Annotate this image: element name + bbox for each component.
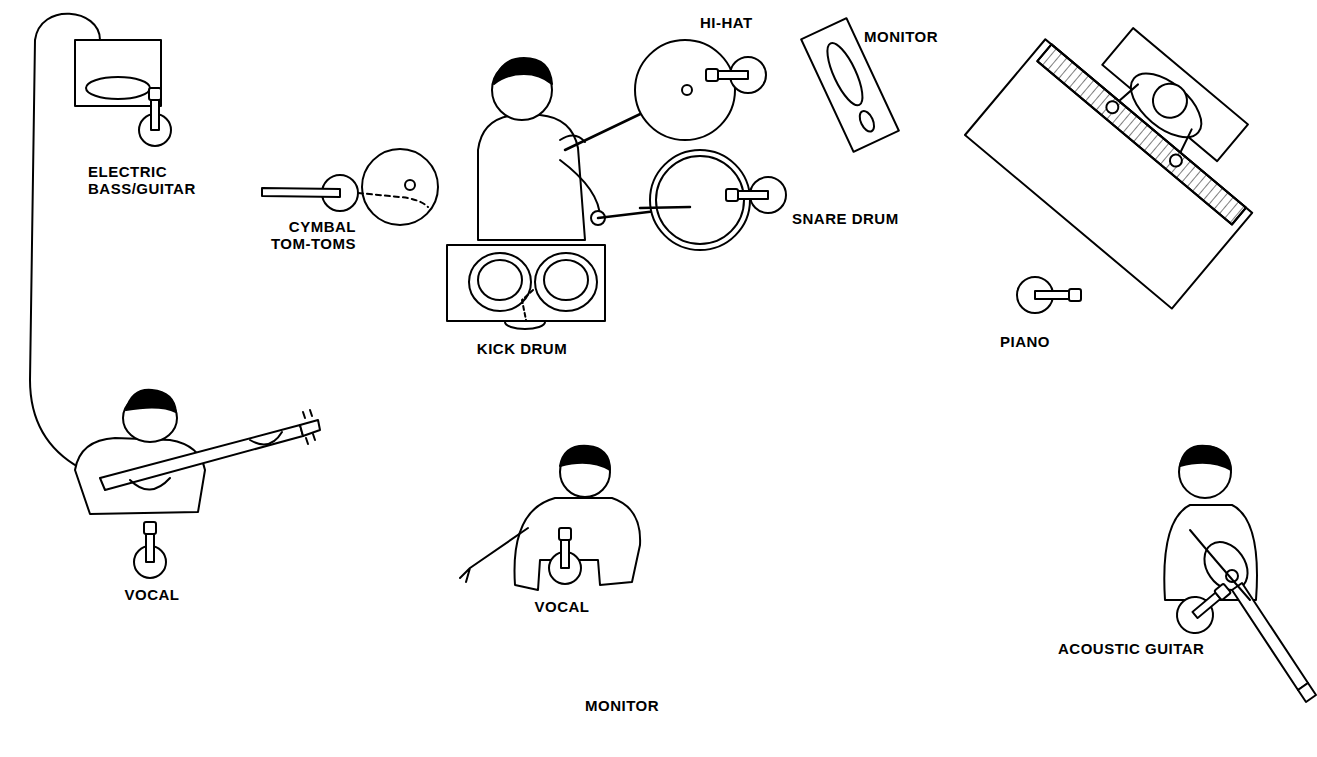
- vocalist-figure-part: [460, 528, 528, 582]
- vocal-microphone: [134, 522, 166, 578]
- drummer-figure-part: [478, 115, 585, 240]
- vocalist-figure-part: [515, 498, 641, 590]
- cymbal-microphone-part: [358, 193, 428, 207]
- part-label: SNARE DRUM: [792, 210, 899, 227]
- kick-drum-part: [522, 290, 533, 320]
- piano-part: [1146, 77, 1194, 125]
- stage-illustration-part: [30, 0, 1316, 702]
- kick-drum: [447, 245, 605, 329]
- vocal-microphone-part: [559, 528, 571, 540]
- acoustic-microphone: [1170, 574, 1239, 640]
- piano-part: [1037, 44, 1246, 224]
- drummer-figure-part: [494, 58, 552, 84]
- vocalist-figure: [460, 446, 640, 590]
- guitar-amp-part: [86, 77, 150, 99]
- acoustic-guitarist-figure: [1164, 446, 1316, 702]
- bass-player-figure-part: [300, 420, 320, 436]
- vocalist-figure-part: [560, 446, 610, 470]
- bass-player-figure: [75, 390, 320, 514]
- stage-monitor-part: [821, 39, 870, 110]
- part-label: VOCAL: [535, 598, 590, 615]
- amp-microphone-part: [151, 100, 159, 130]
- piano-microphone-part: [1069, 289, 1081, 301]
- part-label: KICK DRUM: [477, 340, 567, 357]
- hi-hat-part: [635, 40, 735, 140]
- part-label: CYMBAL TOM-TOMS: [260, 218, 356, 253]
- bass-player-figure-part: [100, 425, 303, 490]
- vocal-microphone-part: [561, 540, 569, 568]
- acoustic-microphone-part: [1170, 590, 1221, 641]
- piano-microphone-part: [1035, 291, 1069, 299]
- bass-player-figure-part: [130, 432, 282, 490]
- snare-microphone: [726, 177, 786, 213]
- piano-part: [1104, 99, 1121, 116]
- kick-drum-part: [478, 260, 522, 300]
- drum-stick: [640, 207, 690, 208]
- kick-drum-part: [447, 245, 605, 321]
- cymbal-microphone: [262, 175, 428, 211]
- vocal-microphone-part: [144, 522, 156, 534]
- bass-player-figure-part: [303, 410, 315, 444]
- guitar-amp-part: [75, 40, 161, 106]
- acoustic-guitarist-figure-part: [1298, 683, 1316, 702]
- kick-drum-part: [535, 253, 597, 311]
- kick-drum-part: [544, 260, 588, 300]
- hi-hat-part: [682, 85, 692, 95]
- cymbal-part: [405, 180, 415, 190]
- cymbal-microphone-part: [262, 188, 340, 197]
- vocal-microphone: [549, 528, 581, 584]
- acoustic-guitarist-figure-part: [1179, 446, 1231, 498]
- snare-drum-part: [650, 150, 750, 250]
- cymbal-part: [362, 149, 438, 225]
- hi-hat-microphone-part: [718, 71, 748, 79]
- piano-part: [1037, 44, 1246, 224]
- piano: [965, 0, 1294, 309]
- acoustic-microphone-part: [1192, 593, 1220, 618]
- hi-hat: [635, 40, 735, 140]
- acoustic-guitarist-figure-part: [1190, 530, 1250, 600]
- snare-microphone-part: [738, 191, 768, 199]
- guitar-amp: [75, 40, 161, 106]
- hi-hat-microphone-part: [706, 69, 718, 81]
- acoustic-microphone-part: [1214, 583, 1231, 600]
- part-label: PIANO: [1000, 333, 1050, 350]
- piano-part: [965, 39, 1252, 308]
- part-label: ELECTRIC BASS/GUITAR: [88, 163, 206, 198]
- acoustic-guitarist-figure-part: [1232, 583, 1308, 690]
- snare-microphone-part: [726, 189, 738, 201]
- snare-drum-part: [656, 156, 744, 244]
- part-label: ACOUSTIC GUITAR: [1058, 640, 1204, 657]
- stage-monitor-part: [857, 109, 877, 134]
- hi-hat-microphone: [706, 57, 766, 93]
- snare-drum: [650, 150, 750, 250]
- part-label: HI-HAT: [700, 14, 753, 31]
- bass-player-figure-part: [126, 390, 176, 412]
- part-label: MONITOR: [864, 28, 938, 45]
- part-label: MONITOR: [585, 697, 659, 714]
- piano-microphone: [1017, 277, 1081, 313]
- drummer-figure-part: [560, 160, 600, 218]
- cymbal: [362, 149, 438, 225]
- vocal-microphone-part: [146, 534, 154, 562]
- part-label: VOCAL: [125, 586, 180, 603]
- piano-part: [1167, 152, 1184, 169]
- amp-microphone: [139, 88, 171, 146]
- amp-microphone-part: [149, 88, 161, 100]
- acoustic-guitarist-figure-part: [1180, 446, 1231, 470]
